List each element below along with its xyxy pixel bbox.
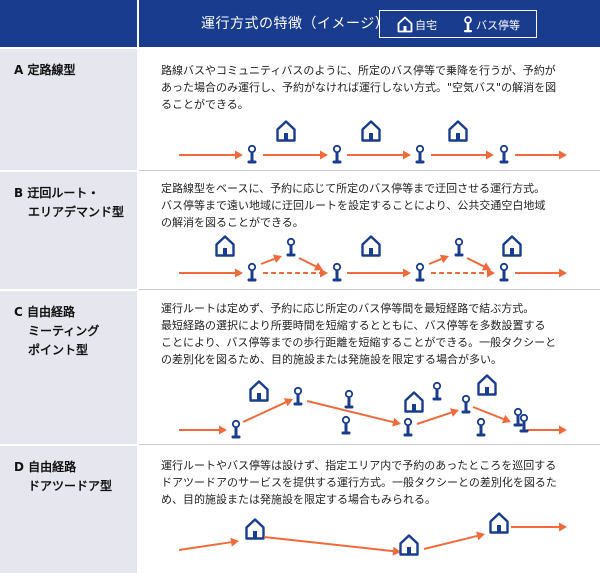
arrow-icon bbox=[347, 150, 411, 160]
divider bbox=[139, 444, 600, 445]
home-icon bbox=[477, 374, 497, 396]
arrow-icon bbox=[347, 268, 411, 278]
row-a-description: 路線バスやコミュニティバスのように、所定のバス停等で乗降を行うが、予約が あった… bbox=[161, 64, 557, 111]
arrow-icon bbox=[431, 150, 494, 160]
row-d-description: 運行ルートやバス停等は設けず、指定エリア内で予約のあったところを巡回する ドアツ… bbox=[161, 459, 557, 506]
bus-stop-icon bbox=[499, 144, 509, 164]
arrow-icon bbox=[527, 425, 567, 435]
dashed-arrow-icon bbox=[431, 268, 495, 278]
home-icon bbox=[404, 391, 424, 413]
arrow-icon bbox=[263, 536, 401, 556]
arrow-icon bbox=[515, 268, 567, 278]
row-c-label-line-3: ポイント型 bbox=[28, 343, 89, 357]
home-icon bbox=[502, 235, 522, 257]
row-c-label-line-1: C 自由経路 bbox=[14, 305, 75, 319]
bus-stop-icon bbox=[499, 262, 509, 282]
row-a-label-cell: A 定路線型 bbox=[0, 49, 137, 170]
row-c-description: 運行ルートは定めず、予約に応じ所定のバス停等間を最短経路で結ぶ方式。 最短経路の… bbox=[161, 302, 557, 366]
arrow-icon bbox=[472, 406, 511, 424]
row-d-label-line-1: D 自由経路 bbox=[14, 460, 77, 474]
home-icon bbox=[249, 380, 269, 402]
home-icon bbox=[489, 512, 509, 534]
divider bbox=[139, 170, 600, 171]
row-b-description: 定路線型をベースに、予約に応じて所定のバス停等まで迂回させる運行方式。 バス停等… bbox=[161, 182, 546, 229]
bus-stop-icon bbox=[415, 144, 425, 164]
legend-bus-stop-label: バス停等 bbox=[476, 19, 520, 32]
bus-stop-icon bbox=[476, 417, 486, 437]
bus-stop-icon bbox=[415, 262, 425, 282]
bus-stop-icon bbox=[247, 262, 257, 282]
bus-stop-icon bbox=[461, 394, 471, 414]
arrow-icon bbox=[515, 150, 567, 160]
bus-stop-icon bbox=[286, 237, 296, 257]
row-d-label-cell: D 自由経路 ドアツードア型 bbox=[0, 446, 137, 573]
row-c-label-cell: C 自由経路 ミーティング ポイント型 bbox=[0, 291, 137, 444]
bus-stop-icon bbox=[341, 415, 351, 435]
home-icon bbox=[448, 120, 468, 142]
arrow-icon bbox=[428, 254, 449, 265]
bus-stop-icon bbox=[332, 144, 342, 164]
bus-stop-icon bbox=[464, 16, 472, 33]
bus-stop-icon bbox=[454, 237, 464, 257]
arrow-icon bbox=[298, 257, 323, 271]
row-a-diagram bbox=[179, 120, 567, 164]
header-corner bbox=[0, 0, 137, 47]
home-icon bbox=[361, 235, 381, 257]
bus-stop-icon bbox=[344, 389, 354, 409]
row-b-label-line-1: B 迂回ルート・ bbox=[14, 186, 100, 200]
row-d-diagram bbox=[178, 512, 567, 556]
arrow-icon bbox=[306, 400, 401, 427]
legend-home-label: 自宅 bbox=[415, 19, 437, 32]
arrow-icon bbox=[466, 257, 491, 271]
home-icon bbox=[361, 120, 381, 142]
bus-stop-icon bbox=[403, 417, 413, 437]
arrow-icon bbox=[178, 537, 239, 551]
arrow-icon bbox=[242, 398, 293, 423]
home-icon bbox=[399, 534, 419, 556]
home-icon bbox=[276, 120, 296, 142]
row-b-label-line-2: エリアデマンド型 bbox=[28, 205, 125, 219]
arrow-icon bbox=[416, 408, 459, 425]
arrow-icon bbox=[179, 268, 243, 278]
row-c-label-line-2: ミーティング bbox=[28, 324, 100, 338]
arrow-icon bbox=[179, 425, 227, 435]
home-icon bbox=[397, 16, 413, 33]
legend: 自宅 バス停等 bbox=[379, 10, 537, 38]
bus-stop-icon bbox=[513, 407, 523, 427]
row-b-label-cell: B 迂回ルート・ エリアデマンド型 bbox=[0, 172, 137, 289]
bus-stop-icon bbox=[247, 144, 257, 164]
bus-stop-icon bbox=[432, 381, 442, 401]
arrow-icon bbox=[260, 254, 282, 265]
dashed-arrow-icon bbox=[263, 268, 328, 278]
home-icon bbox=[245, 518, 265, 540]
arrow-icon bbox=[263, 150, 328, 160]
arrow-icon bbox=[179, 150, 243, 160]
bus-stop-icon bbox=[231, 419, 241, 439]
arrow-icon bbox=[423, 531, 485, 550]
bus-stop-icon bbox=[519, 413, 529, 433]
bus-stop-icon bbox=[293, 386, 303, 406]
home-icon bbox=[215, 235, 235, 257]
row-c-diagram bbox=[179, 374, 567, 439]
divider bbox=[139, 289, 600, 290]
row-b-diagram bbox=[179, 235, 567, 282]
bus-stop-icon bbox=[332, 262, 342, 282]
row-a-label: A 定路線型 bbox=[14, 63, 76, 77]
arrow-icon bbox=[511, 522, 567, 532]
header-bar: 運行方式の特徴（イメージ） 自宅 バス停等 bbox=[139, 0, 600, 47]
row-d-label-line-2: ドアツードア型 bbox=[28, 479, 113, 493]
header-title: 運行方式の特徴（イメージ） bbox=[201, 16, 390, 32]
